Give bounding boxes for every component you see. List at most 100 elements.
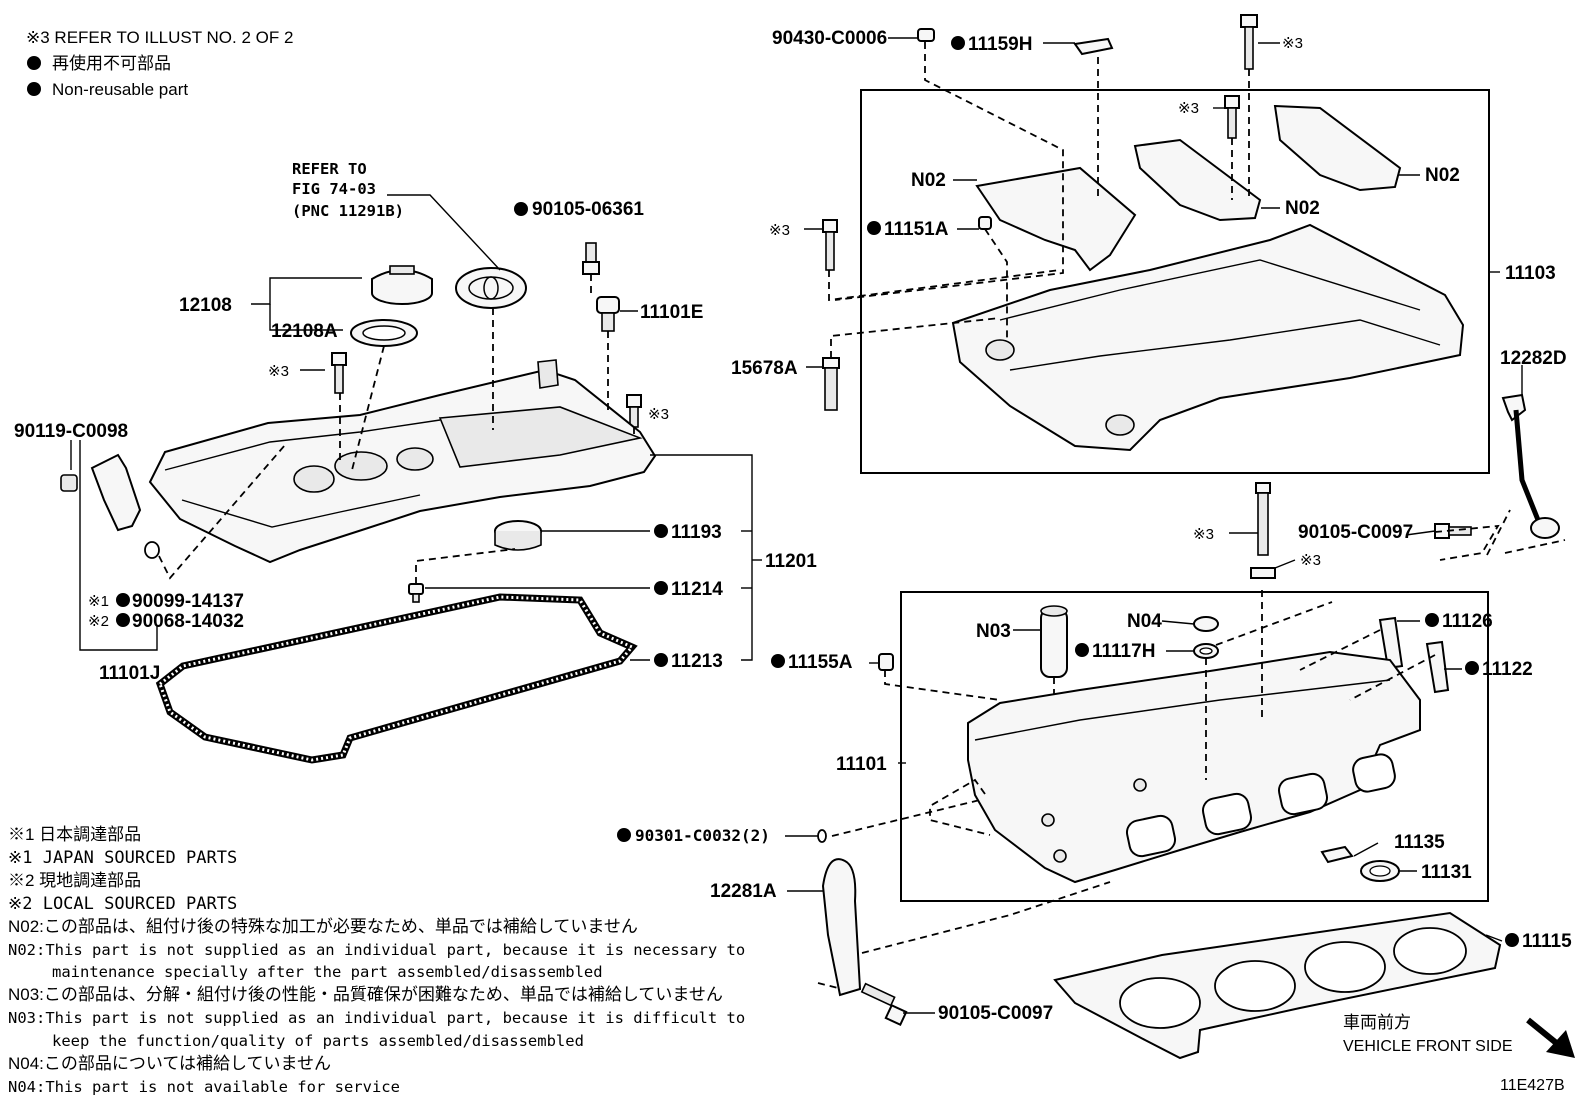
n03-label[interactable]: N03 <box>976 621 1011 642</box>
non-reusable-bullet-icon <box>654 524 668 538</box>
n04-label[interactable]: N04 <box>1127 611 1162 632</box>
non-reusable-bullet-icon <box>1505 933 1519 947</box>
valve-seal-11117h-part[interactable] <box>1193 643 1219 659</box>
part-label-11101[interactable]: 11101 <box>836 754 887 775</box>
non-reusable-bullet-icon <box>867 221 881 235</box>
footnote-n03-en-1: N03:This part is not supplied as an indi… <box>8 1009 745 1027</box>
header-note-jp: 再使用不可部品 <box>52 53 171 73</box>
header-note-en: Non-reusable part <box>52 80 188 99</box>
head-cover-gasket-part[interactable] <box>155 593 638 764</box>
guide-11126-part[interactable] <box>1378 616 1404 670</box>
bolt-90105-c0097-hanger-part[interactable] <box>860 982 908 1027</box>
cylinder-head-part[interactable] <box>967 650 1421 884</box>
part-label-11126[interactable]: 11126 <box>1442 611 1493 632</box>
mark-3-label: ※3 <box>1300 552 1321 569</box>
part-label-12281a[interactable]: 12281A <box>710 881 777 902</box>
camshaft-bearing-cap-3-part[interactable] <box>1273 104 1402 192</box>
part-label-90105-c0097-hanger[interactable]: 90105-C0097 <box>938 1003 1053 1024</box>
front-side-label-en: VEHICLE FRONT SIDE <box>1343 1038 1513 1055</box>
footnote-n02-en-2: maintenance specially after the part ass… <box>52 963 603 981</box>
part-label-90068-14032[interactable]: 90068-14032 <box>132 611 244 632</box>
bolt-m3-inner-part[interactable] <box>1224 95 1240 139</box>
non-reusable-bullet-icon <box>27 82 41 96</box>
ring-90301-part[interactable] <box>817 829 827 843</box>
footnote-n03-jp: N03:この部品は、分解・組付け後の性能・品質確保が困難なため、単品では補給して… <box>8 985 723 1004</box>
part-label-11101e[interactable]: 11101E <box>640 302 703 323</box>
part-label-11151a[interactable]: 11151A <box>884 219 949 240</box>
cam-sensor-12282d-part[interactable] <box>1501 393 1560 539</box>
dowel-11155a-part[interactable] <box>878 653 894 671</box>
bolt-m3-right-part[interactable] <box>626 394 642 428</box>
camshaft-bearing-cap-2-part[interactable] <box>1133 138 1262 222</box>
part-label-11101j[interactable]: 11101J <box>99 663 160 684</box>
refer-to-note-line2: FIG 74-03 <box>292 180 376 198</box>
part-label-90099-14137[interactable]: 90099-14137 <box>132 591 244 612</box>
spark-plug-tube-gasket-part[interactable] <box>494 520 542 551</box>
n02-label[interactable]: N02 <box>1425 165 1460 186</box>
camshaft-bearing-cap-1-part[interactable] <box>975 166 1137 272</box>
part-label-11155a[interactable]: 11155A <box>788 652 853 673</box>
oil-filler-cap-part[interactable] <box>371 265 433 305</box>
part-label-15678a[interactable]: 15678A <box>731 358 798 379</box>
seal-11131-part[interactable] <box>1360 860 1400 882</box>
part-label-11131[interactable]: 11131 <box>1421 862 1472 883</box>
part-label-12108a[interactable]: 12108A <box>271 321 338 342</box>
oil-filler-cap-gasket-part[interactable] <box>350 319 418 347</box>
bolt-m3-cam-part[interactable] <box>822 219 838 271</box>
oil-control-valve-part[interactable] <box>60 453 160 559</box>
pipe-n03-part[interactable] <box>1040 605 1068 678</box>
footnote-1-jp: ※1 日本調達部品 <box>8 825 141 844</box>
part-label-12108[interactable]: 12108 <box>179 295 232 316</box>
bolt-90105-06361-part[interactable] <box>582 242 600 275</box>
part-label-90430-c0006[interactable]: 90430-C0006 <box>772 28 887 49</box>
n02-label[interactable]: N02 <box>911 170 946 191</box>
part-label-11117h[interactable]: 11117H <box>1092 641 1155 662</box>
footnote-2-jp: ※2 現地調達部品 <box>8 871 141 890</box>
part-label-12282d[interactable]: 12282D <box>1500 348 1567 369</box>
part-label-90105-06361[interactable]: 90105-06361 <box>532 199 644 220</box>
part-label-90105-c0097-sensor[interactable]: 90105-C0097 <box>1298 522 1413 543</box>
non-reusable-bullet-icon <box>617 828 631 842</box>
non-reusable-bullet-icon <box>951 36 965 50</box>
gasket-11135-part[interactable] <box>1320 845 1354 864</box>
part-label-11115[interactable]: 11115 <box>1522 931 1572 952</box>
mark-3-label: ※3 <box>268 363 289 380</box>
sensor-11101e-part[interactable] <box>596 296 620 332</box>
n02-label[interactable]: N02 <box>1285 198 1320 219</box>
bolt-m3-left-part[interactable] <box>331 352 347 394</box>
figure-id: 11E427B <box>1500 1077 1565 1094</box>
refer-to-note-line1: REFER TO <box>292 160 367 178</box>
part-label-11135[interactable]: 11135 <box>1394 832 1445 853</box>
cylinder-head-cover-part[interactable] <box>148 359 657 564</box>
part-n04-part[interactable] <box>1193 616 1219 632</box>
plug-11159h-part[interactable] <box>1073 37 1114 56</box>
part-label-11193[interactable]: 11193 <box>671 522 722 543</box>
header-note-ref-illust: ※3 REFER TO ILLUST NO. 2 OF 2 <box>26 28 293 47</box>
bolt-m3-top-part[interactable] <box>1240 14 1258 70</box>
emblem-part[interactable] <box>455 267 527 309</box>
ring-11151a-part[interactable] <box>978 216 992 230</box>
part-label-90119-c0098[interactable]: 90119-C0098 <box>14 421 128 442</box>
camshaft-housing-part[interactable] <box>951 223 1465 452</box>
part-label-11159h[interactable]: 11159H <box>968 34 1032 55</box>
head-gasket-part[interactable] <box>1053 911 1502 1060</box>
mark-3-label: ※3 <box>1193 526 1214 543</box>
head-bolt-part[interactable] <box>1250 482 1276 579</box>
non-reusable-bullet-icon <box>1425 613 1439 627</box>
part-label-11103[interactable]: 11103 <box>1505 263 1556 284</box>
part-label-11214[interactable]: 11214 <box>671 579 723 600</box>
grommet-11214-part[interactable] <box>408 583 424 603</box>
non-reusable-bullet-icon <box>514 202 528 216</box>
part-label-11122[interactable]: 11122 <box>1482 659 1533 680</box>
part-label-90301-c0032[interactable]: 90301-C0032(2) <box>635 826 770 845</box>
engine-hanger-12281a-part[interactable] <box>821 858 862 997</box>
seal-washer-90430-part[interactable] <box>917 28 935 42</box>
front-direction-arrow-icon <box>1526 1017 1575 1058</box>
guide-11122-part[interactable] <box>1425 640 1450 694</box>
non-reusable-bullet-icon <box>116 613 130 627</box>
part-label-11201[interactable]: 11201 <box>765 551 817 572</box>
refer-to-note-line3: (PNC 11291B) <box>292 202 404 220</box>
part-label-11213[interactable]: 11213 <box>671 651 723 672</box>
screw-plug-15678a-part[interactable] <box>822 357 840 411</box>
